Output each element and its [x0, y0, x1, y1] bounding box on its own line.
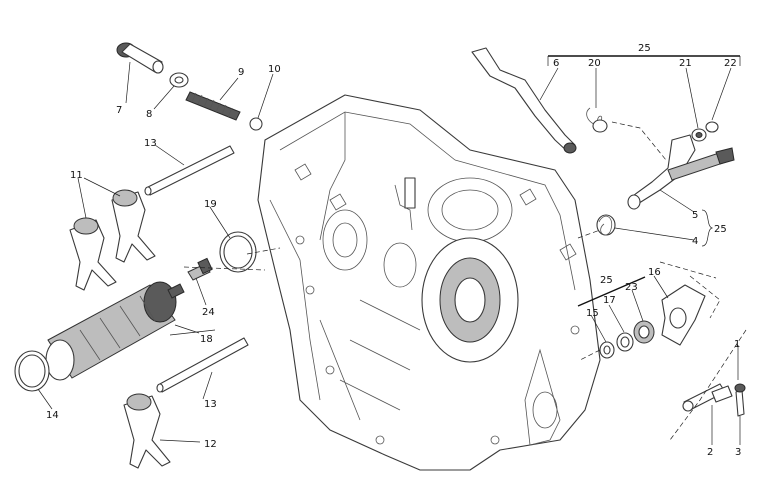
callout-6: 6	[553, 58, 559, 69]
part-seal-15	[599, 341, 615, 359]
part-bolt-3	[734, 383, 746, 417]
leader-lines	[37, 55, 747, 445]
callout-2: 2	[707, 447, 713, 458]
part-oring-19	[219, 231, 257, 273]
part-shift-shaft-5	[627, 134, 735, 210]
part-spring-9	[185, 91, 241, 121]
part-bolt-1	[711, 385, 733, 403]
part-selector-drum	[45, 281, 185, 381]
part-plate-16	[661, 284, 706, 346]
crankcase-half	[257, 94, 601, 471]
callout-25-middle: 25	[714, 224, 727, 235]
callout-13-lower: 13	[204, 399, 217, 410]
callout-17: 17	[603, 295, 616, 306]
callout-21: 21	[679, 58, 692, 69]
callout-24: 24	[202, 307, 215, 318]
callout-18: 18	[200, 334, 213, 345]
callout-9: 9	[238, 67, 244, 78]
callout-12: 12	[204, 439, 217, 450]
callout-13-upper: 13	[144, 138, 157, 149]
callout-8: 8	[146, 109, 152, 120]
callout-11: 11	[70, 170, 83, 181]
part-spring-4	[596, 214, 616, 236]
part-rod-13-lower	[156, 337, 249, 393]
part-shift-fork-12	[123, 393, 171, 469]
part-shaft-7	[116, 42, 164, 74]
callout-23: 23	[625, 282, 638, 293]
callout-10: 10	[268, 64, 281, 75]
callout-25-top: 25	[638, 43, 651, 54]
part-seal-17	[616, 332, 634, 352]
callout-1: 1	[734, 339, 740, 350]
callout-25-lower: 25	[600, 275, 613, 286]
callout-labels: 7 8 9 10 13 11 19 24 18 14 13 12 25 6 20…	[46, 43, 741, 458]
callout-4: 4	[692, 236, 698, 247]
part-spring-20	[586, 107, 608, 133]
callout-3: 3	[735, 447, 741, 458]
part-selector-arm-6	[471, 47, 577, 154]
callout-5: 5	[692, 210, 698, 221]
part-ball-10	[249, 117, 263, 131]
part-bolt-24	[187, 257, 213, 281]
callout-15: 15	[586, 308, 599, 319]
part-washer-8	[169, 72, 189, 88]
callout-16: 16	[648, 267, 661, 278]
callout-19: 19	[204, 199, 217, 210]
callout-7: 7	[116, 105, 122, 116]
callout-20: 20	[588, 58, 601, 69]
part-bearing-23	[633, 320, 655, 344]
part-shift-forks-11	[69, 189, 156, 291]
part-washers-21-22	[691, 121, 719, 142]
part-rod-13-upper	[144, 145, 235, 196]
callout-22: 22	[724, 58, 737, 69]
part-ring-14	[14, 350, 50, 392]
callout-14: 14	[46, 410, 59, 421]
